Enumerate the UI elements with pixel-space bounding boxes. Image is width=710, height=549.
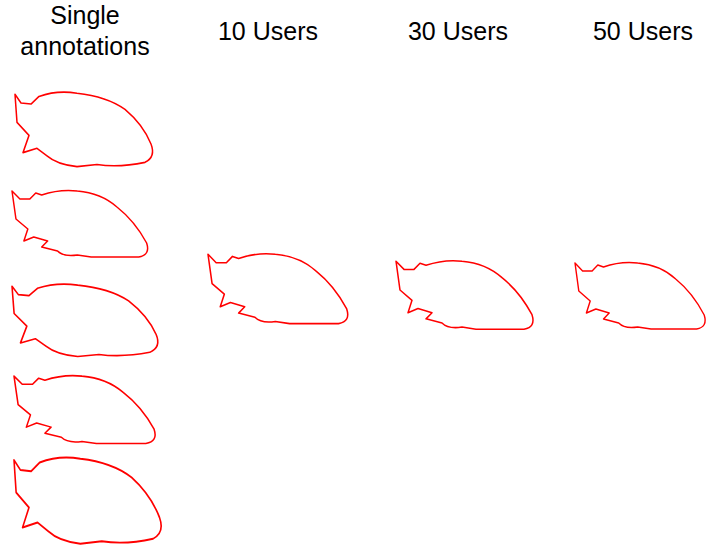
consensus-fish-outline: [396, 261, 533, 329]
fish-outline: [15, 92, 153, 167]
column-header: Single annotations: [5, 0, 165, 62]
consensus-fish-outline: [208, 254, 348, 324]
fish-outline: [14, 376, 155, 444]
fish-outline: [14, 458, 161, 544]
column-header: 50 Users: [593, 16, 693, 47]
fish-outline: [12, 284, 158, 356]
fish-outline: [12, 191, 148, 258]
column-header: 10 Users: [218, 16, 318, 47]
consensus-fish-outline: [575, 263, 705, 330]
column-header: 30 Users: [408, 16, 508, 47]
